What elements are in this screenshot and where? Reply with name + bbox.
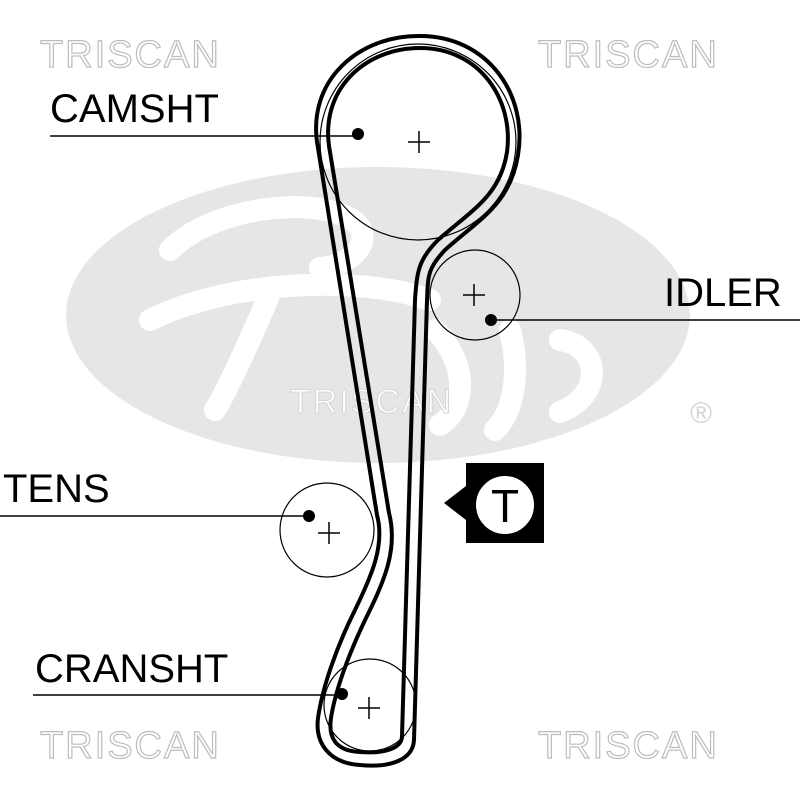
crankshaft-label: CRANSHT (35, 647, 228, 691)
camshaft-label: CAMSHT (50, 87, 219, 131)
tension-marker: T (444, 463, 544, 543)
tensioner-pulley (279, 482, 375, 578)
registered-mark: ® (690, 397, 712, 430)
leader-lines (0, 135, 800, 696)
watermark-bottom-left: TRISCAN (40, 725, 221, 767)
idler-pulley (429, 249, 521, 341)
watermark-top-right: TRISCAN (538, 34, 719, 76)
timing-belt (314, 33, 522, 768)
watermark-top-left: TRISCAN (40, 34, 221, 76)
watermark-bottom-right: TRISCAN (538, 725, 719, 767)
center-marks (318, 131, 485, 719)
idler-label: IDLER (664, 271, 782, 315)
tensioner-label: TENS (3, 467, 110, 511)
camshaft-pulley (319, 43, 517, 241)
tension-mark-letter: T (491, 480, 519, 532)
